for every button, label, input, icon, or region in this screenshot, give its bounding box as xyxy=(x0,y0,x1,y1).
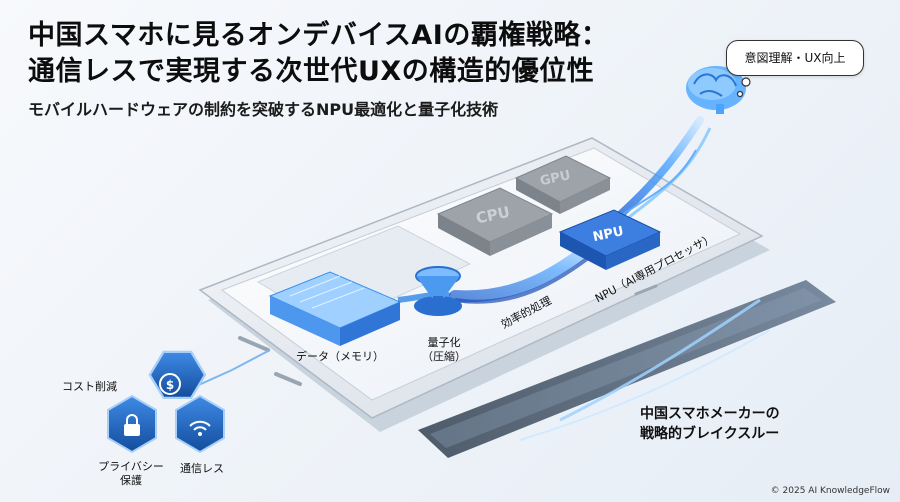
gpu-label: GPU xyxy=(539,168,572,189)
npu-label: NPU xyxy=(592,224,625,245)
quantization-label: 量子化 （圧縮） xyxy=(418,336,470,364)
cost-reduction-label: コスト削減 xyxy=(62,380,117,393)
privacy-label-line-2: 保護 xyxy=(120,474,142,487)
svg-text:$: $ xyxy=(166,378,174,392)
wifi-icon xyxy=(189,420,211,436)
lock-icon xyxy=(124,414,140,436)
speech-bubble: 意図理解・UX向上 xyxy=(726,40,864,76)
ai-flow xyxy=(608,116,704,226)
title-line-1: 中国スマホに見るオンデバイスAIの覇権戦略： xyxy=(28,20,609,51)
cost-hex xyxy=(148,350,207,400)
page-subtitle: モバイルハードウェアの制約を突破するNPU最適化と量子化技術 xyxy=(28,100,499,119)
cpu-chip-icon: CPU xyxy=(436,187,554,256)
breakthrough-line-1: 中国スマホメーカーの xyxy=(640,406,780,422)
breakthrough-caption: 中国スマホメーカーの 戦略的ブレイクスルー xyxy=(640,404,780,444)
npu-chip-icon: NPU xyxy=(558,209,662,270)
offline-label: 通信レス xyxy=(180,462,224,475)
brain-icon xyxy=(686,66,746,114)
data-memory-label: データ（メモリ） xyxy=(296,350,384,363)
quantization-label-line-1: 量子化 xyxy=(427,336,461,349)
privacy-label-line-1: プライバシー xyxy=(98,460,164,473)
network-map-stripe xyxy=(418,280,836,458)
page-title: 中国スマホに見るオンデバイスAIの覇権戦略： 通信レスで実現する次世代UXの構造… xyxy=(28,18,608,90)
offline-hex xyxy=(175,394,225,454)
dollar-icon: $ xyxy=(159,373,181,395)
privacy-label: プライバシー 保護 xyxy=(96,460,166,488)
title-line-2: 通信レスで実現する次世代UXの構造的優位性 xyxy=(28,56,595,87)
funnel-icon xyxy=(414,266,462,316)
breakthrough-line-2: 戦略的ブレイクスルー xyxy=(640,426,780,442)
quantization-label-line-2: （圧縮） xyxy=(422,350,466,363)
gpu-chip-icon: GPU xyxy=(514,155,612,214)
copyright-text: © 2025 AI KnowledgeFlow xyxy=(770,486,890,496)
smartphone xyxy=(198,137,770,432)
